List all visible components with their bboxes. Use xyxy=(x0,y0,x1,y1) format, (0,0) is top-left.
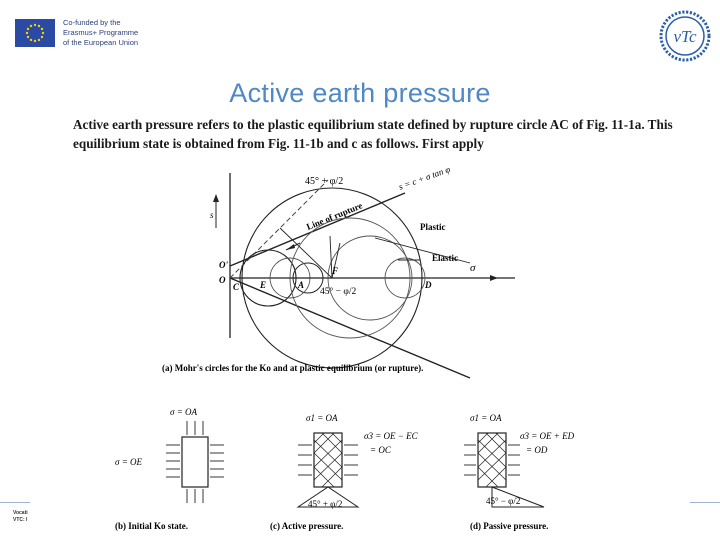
point-a: A xyxy=(297,280,304,290)
elastic-label: Elastic xyxy=(432,253,458,263)
angle-label-bottom: 45° − φ/2 xyxy=(320,286,357,297)
plastic-label: Plastic xyxy=(420,222,446,232)
figure-d-sigma3-line2: = OD xyxy=(526,445,548,455)
eu-funding-line: Co-funded by the xyxy=(63,18,121,27)
line-of-rupture-label: Line of rupture xyxy=(305,200,364,232)
figure-d-passive-pressure: σ1 = OA σ3 = OE + ED = OD 45° − φ/2 (d) … xyxy=(464,413,575,531)
point-f: F xyxy=(331,266,338,276)
point-e: E xyxy=(259,280,266,290)
footer-line-1: Vocati xyxy=(13,510,28,516)
vtc-logo: vTc xyxy=(659,10,711,62)
s-axis-label: s xyxy=(210,210,214,220)
point-d: D xyxy=(424,280,432,290)
figure-d-angle: 45° − φ/2 xyxy=(486,496,520,506)
footer-rule-right xyxy=(690,502,720,503)
eu-flag-logo xyxy=(15,19,55,47)
soil-element-active xyxy=(313,432,343,488)
point-o-prime: O' xyxy=(219,260,228,270)
figure-b-sigma-vertical: σ = OA xyxy=(170,407,198,417)
mohr-circle-diagram: s σ 45° + φ/2 s = c + σ tan φ Line of ru… xyxy=(162,168,515,379)
failure-envelope-lower xyxy=(229,277,471,379)
intro-paragraph: Active earth pressure refers to the plas… xyxy=(73,117,673,151)
figure-b-caption: (b) Initial Ko state. xyxy=(115,521,188,531)
eu-funding-line: Erasmus+ Programme xyxy=(63,28,139,37)
figure-c-caption: (c) Active pressure. xyxy=(270,521,343,531)
eu-funding-line: of the European Union xyxy=(63,38,139,47)
soil-element-passive xyxy=(477,432,507,488)
passive-circle xyxy=(241,187,423,369)
footer-line-2: VTC: I xyxy=(13,517,28,523)
figure-d-caption: (d) Passive pressure. xyxy=(470,521,548,531)
figure-c-sigma1: σ1 = OA xyxy=(306,413,338,423)
figure-c-active-pressure: σ1 = OA σ3 = OE − EC = OC 45° + φ/2 (c) … xyxy=(270,413,419,531)
slide-title: Active earth pressure xyxy=(229,78,491,108)
footer-text: Vocati VTC: I xyxy=(13,510,28,524)
figure-b-sigma-horizontal: σ = OE xyxy=(115,457,143,467)
eu-funding-text: Co-funded by the Erasmus+ Programme of t… xyxy=(63,18,173,48)
figure-b-initial-state: σ = OA σ = OE (b) Initial Ko state. xyxy=(115,407,224,531)
failure-envelope-upper xyxy=(229,192,406,267)
envelope-equation-label: s = c + σ tan φ xyxy=(397,168,451,192)
figure-c-sigma3-line2: = OC xyxy=(370,445,392,455)
footer-rule-left xyxy=(0,502,30,503)
figure-c-angle: 45° + φ/2 xyxy=(308,499,342,509)
point-c: C xyxy=(233,282,240,292)
dashed-rupture-line xyxy=(229,179,329,279)
point-o: O xyxy=(219,275,226,285)
figure-d-sigma3-line1: σ3 = OE + ED xyxy=(520,431,575,441)
figure-a-caption: (a) Mohr's circles for the Ko and at pla… xyxy=(162,363,423,373)
figure-c-sigma3-line1: σ3 = OE − EC xyxy=(364,431,419,441)
vtc-logo-text: vTc xyxy=(674,27,697,46)
figure-d-sigma1: σ1 = OA xyxy=(470,413,502,423)
soil-element xyxy=(181,436,209,488)
sigma-axis-label: σ xyxy=(470,262,476,274)
angle-label-top: 45° + φ/2 xyxy=(305,176,343,187)
